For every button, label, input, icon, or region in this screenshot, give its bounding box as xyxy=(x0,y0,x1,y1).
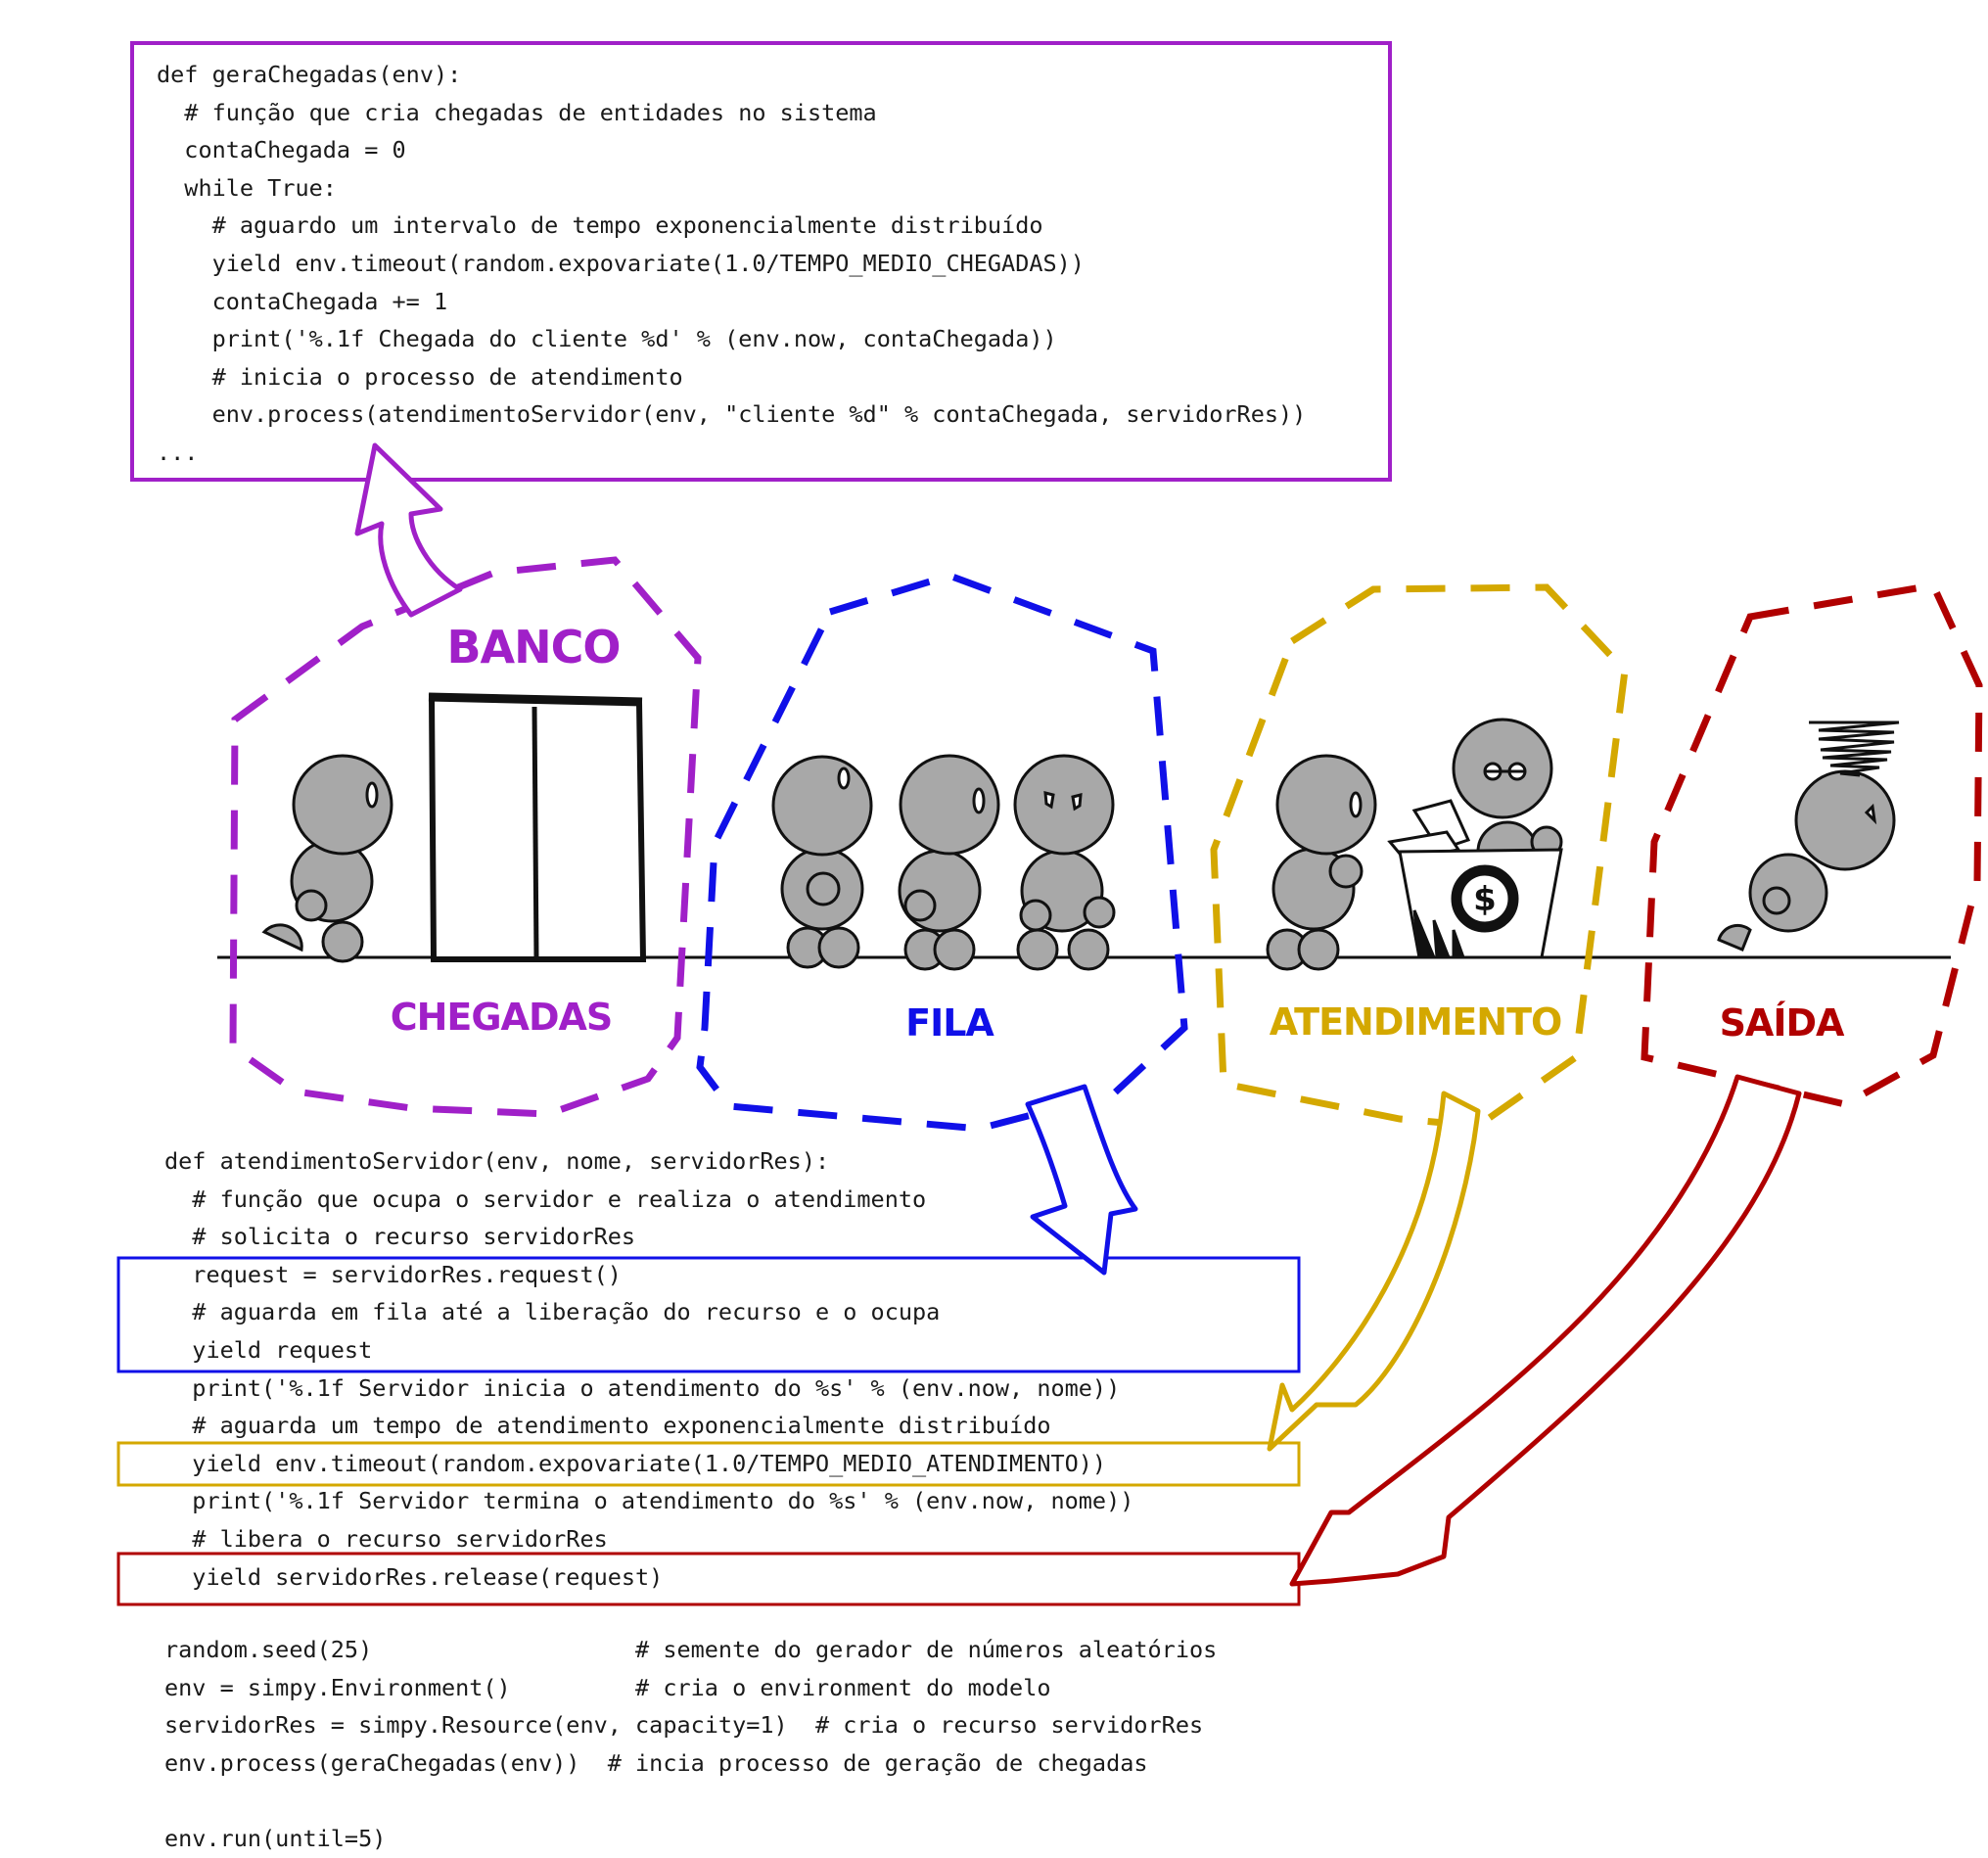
queue-customer-1-figure xyxy=(771,755,873,969)
code-line: while True: xyxy=(157,173,337,202)
code-line: yield request xyxy=(164,1335,373,1364)
code-line: env.run(until=5) xyxy=(164,1824,387,1852)
atendimento-label: ATENDIMENTO xyxy=(1270,1000,1562,1044)
teller-server-figure: $ xyxy=(1387,718,1563,959)
timeout-highlight-box xyxy=(116,1441,1301,1487)
queue-customer-2-figure xyxy=(898,754,1000,971)
code-line: servidorRes = simpy.Resource(env, capaci… xyxy=(164,1711,1204,1740)
code-line: # aguarda um tempo de atendimento expone… xyxy=(164,1412,1051,1440)
arrow-to-top-code xyxy=(354,442,463,618)
bank-door xyxy=(428,692,647,962)
code-line: ... xyxy=(157,438,199,466)
code-line: # libera o recurso servidorRes xyxy=(164,1524,608,1553)
chegadas-label: CHEGADAS xyxy=(391,996,613,1039)
code-line: env.process(geraChegadas(env)) # incia p… xyxy=(164,1748,1148,1777)
saida-region-outline xyxy=(1641,581,1983,1108)
code-line: request = servidorRes.request() xyxy=(164,1260,622,1288)
code-line: env.process(atendimentoServidor(env, "cl… xyxy=(157,400,1307,429)
departing-customer-figure xyxy=(1717,720,1900,952)
scribble-icon xyxy=(1809,720,1900,777)
code-line: contaChegada = 0 xyxy=(157,136,406,164)
code-line: random.seed(25) # semente do gerador de … xyxy=(164,1636,1218,1663)
queue-customer-3-figure xyxy=(1013,754,1116,971)
glasses-icon xyxy=(1483,762,1527,781)
dollar-sign-icon: $ xyxy=(1473,880,1497,919)
fila-region-outline xyxy=(696,572,1188,1133)
code-line: env = simpy.Environment() # cria o envir… xyxy=(164,1673,1051,1701)
chegadas-region-outline xyxy=(229,556,702,1118)
gera-chegadas-code: def geraChegadas(env): # função que cria… xyxy=(157,56,1306,472)
banco-label: BANCO xyxy=(446,621,620,674)
code-line: yield env.timeout(random.expovariate(1.0… xyxy=(164,1449,1107,1477)
saida-label: SAÍDA xyxy=(1720,1001,1845,1045)
code-line: # aguardo um intervalo de tempo exponenc… xyxy=(157,211,1043,240)
code-line xyxy=(164,1782,1217,1820)
request-highlight-box xyxy=(116,1256,1301,1373)
main-setup-code: random.seed(25) # semente do gerador de … xyxy=(164,1631,1217,1858)
code-line: # inicia o processo de atendimento xyxy=(157,362,683,391)
code-line: print('%.1f Servidor termina o atendimen… xyxy=(164,1487,1134,1515)
atendimento-servidor-code: def atendimentoServidor(env, nome, servi… xyxy=(164,1142,1133,1596)
code-line: print('%.1f Servidor inicia o atendiment… xyxy=(164,1373,1121,1402)
arriving-customer-figure xyxy=(261,754,393,963)
code-line: def atendimentoServidor(env, nome, servi… xyxy=(164,1147,830,1175)
arrow-atendimento-to-timeout xyxy=(1267,1091,1481,1452)
code-line: print('%.1f Chegada do cliente %d' % (en… xyxy=(157,325,1057,353)
code-line: yield env.timeout(random.expovariate(1.0… xyxy=(157,249,1085,277)
fila-label: FILA xyxy=(905,1001,994,1045)
served-customer-figure xyxy=(1266,754,1377,971)
top-code-box xyxy=(130,41,1392,482)
code-line: # função que cria chegadas de entidades … xyxy=(157,98,877,126)
code-line: def geraChegadas(env): xyxy=(157,61,462,88)
arrow-fila-to-request xyxy=(1025,1084,1138,1276)
code-line: # aguarda em fila até a liberação do rec… xyxy=(164,1298,941,1326)
code-line: # solicita o recurso servidorRes xyxy=(164,1223,636,1251)
code-line: # função que ocupa o servidor e realiza … xyxy=(164,1184,927,1213)
code-line: yield servidorRes.release(request) xyxy=(164,1562,664,1591)
arrow-saida-to-release xyxy=(1289,1074,1802,1587)
code-line: contaChegada += 1 xyxy=(157,287,448,315)
